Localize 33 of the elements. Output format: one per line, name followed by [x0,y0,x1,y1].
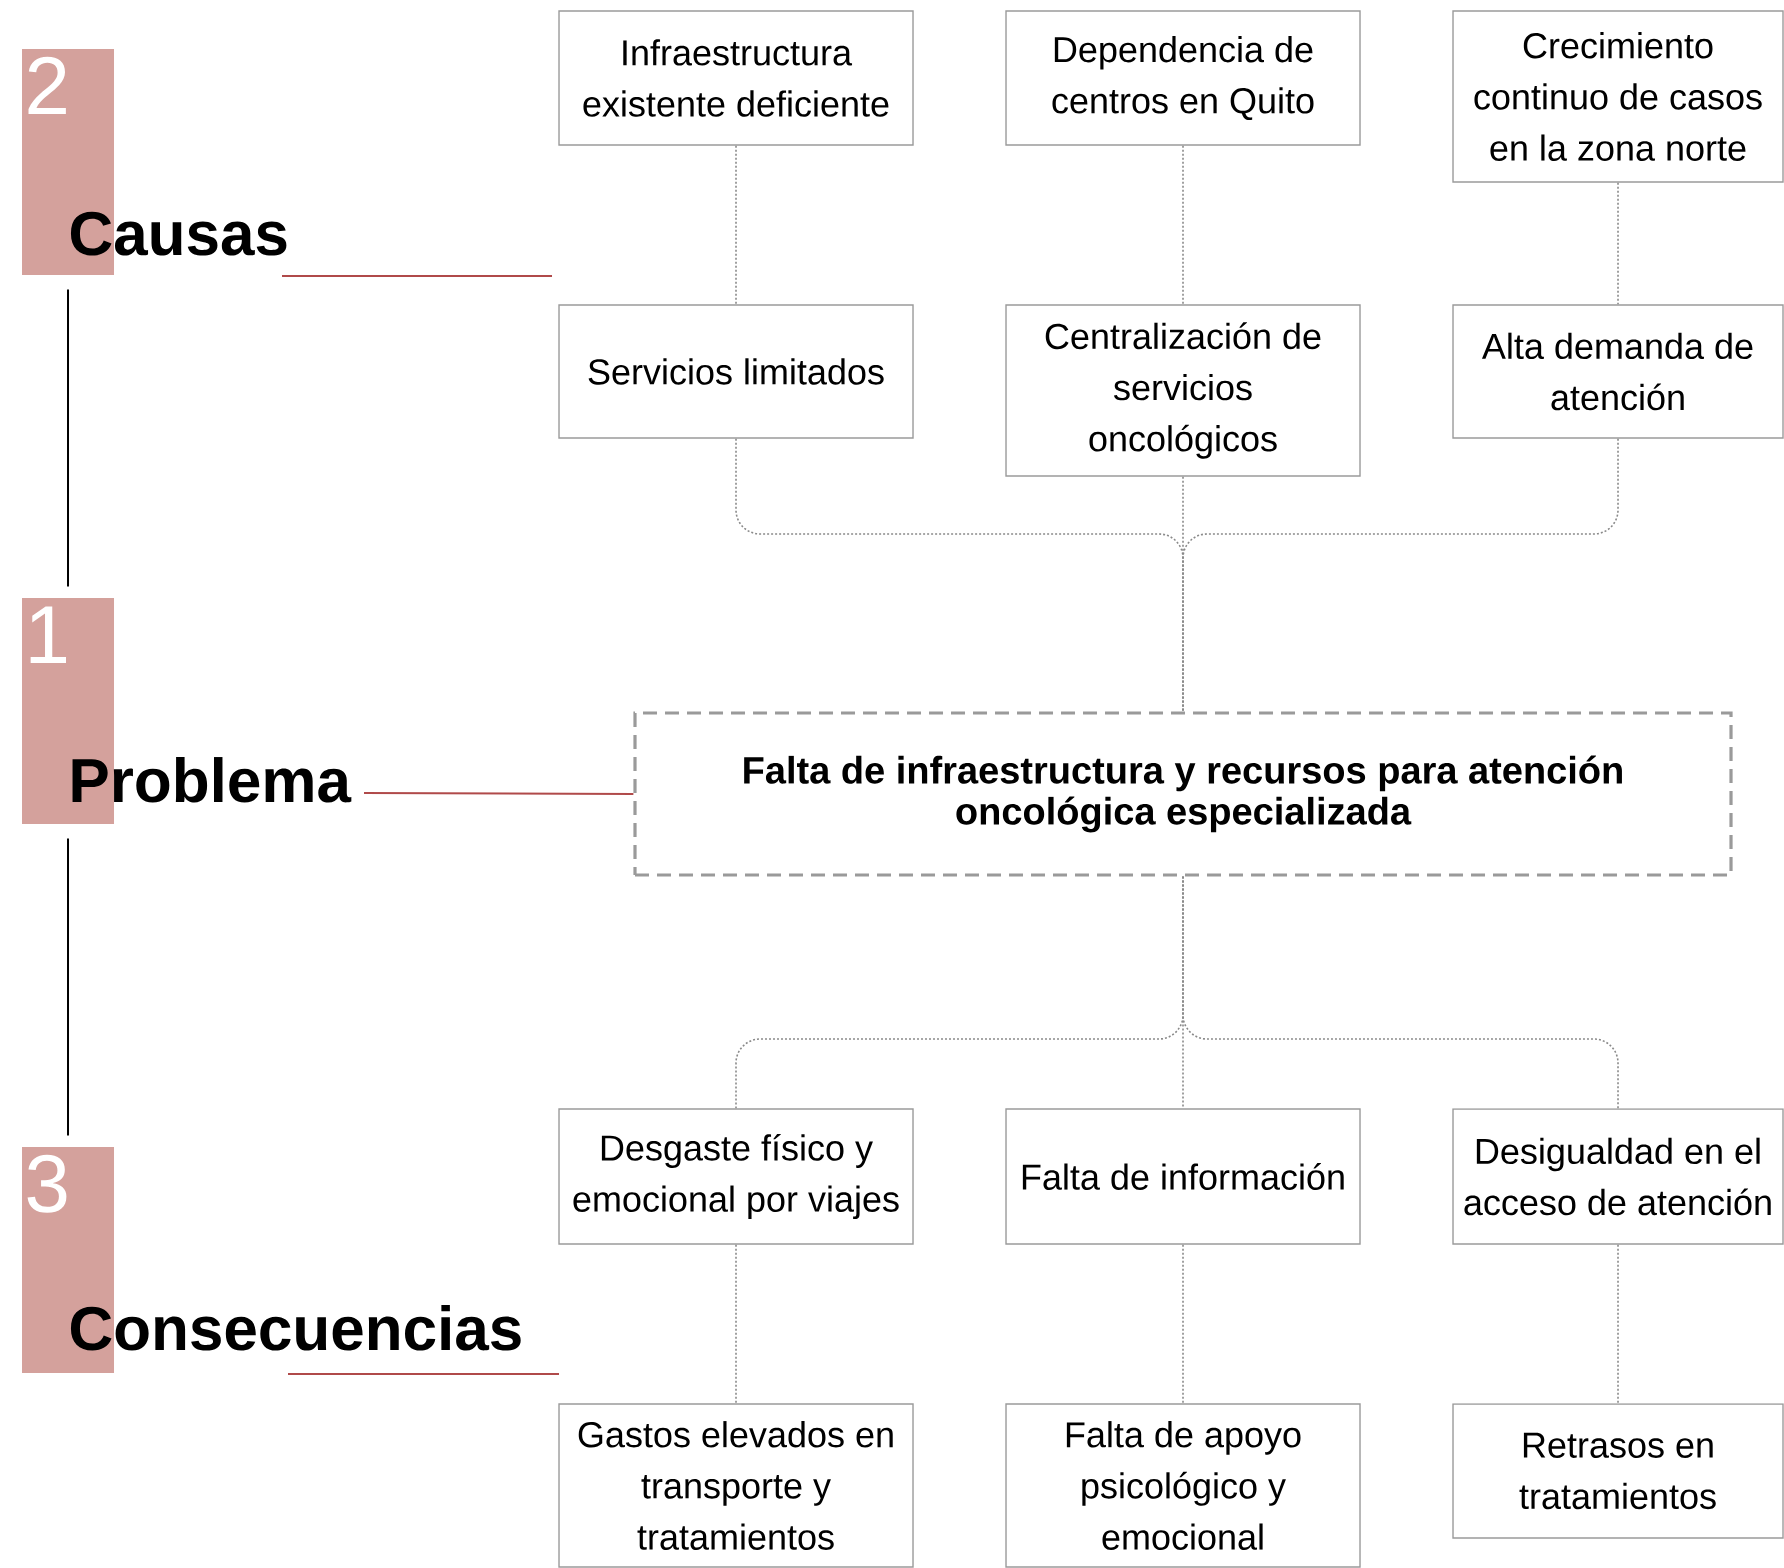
connector-line [735,144,737,306]
process-box: Desgaste físico y emocional por viajes [558,1108,914,1245]
section-heading: Consecuencias [70,1305,521,1351]
leader-line [281,275,553,277]
process-box: Servicios limitados [558,304,914,439]
timeline-line [67,288,69,588]
connector-line [1182,875,1619,1110]
connector-line [1182,437,1619,713]
process-box: Falta de información [1005,1108,1361,1245]
section-heading: Problema [72,757,352,803]
timeline-line [67,837,69,1137]
connector-line [1617,1243,1619,1405]
section-number: 2 [28,56,66,114]
process-box: Retrasos en tratamientos [1452,1403,1784,1539]
connector-line [735,1243,737,1405]
process-box: Infraestructura existente deficiente [558,10,914,146]
connector-line [1617,181,1619,306]
process-box: Falta de apoyo psicológico y emocional [1005,1403,1361,1568]
section-number: 3 [27,1154,67,1213]
process-box: Desigualdad en el acceso de atención [1452,1108,1784,1245]
process-box: Alta demanda de atención [1452,304,1784,439]
process-box: Dependencia de centros en Quito [1005,10,1361,146]
process-box: Crecimiento continuo de casos en la zona norte [1452,10,1784,183]
connector-line [1182,144,1184,306]
connector-line [1182,1243,1184,1405]
process-box: Gastos elevados en transporte y tratamientos [558,1403,914,1568]
process-box: Centralización de servicios oncológicos [1005,304,1361,477]
leader-line [287,1373,560,1375]
leader-line [363,792,635,795]
section-number: 1 [30,606,66,663]
connector-line [1182,475,1184,713]
section-heading: Causas [70,211,287,256]
problem-box: Falta de infraestructura y recursos para atención oncológica especializada [633,711,1733,877]
